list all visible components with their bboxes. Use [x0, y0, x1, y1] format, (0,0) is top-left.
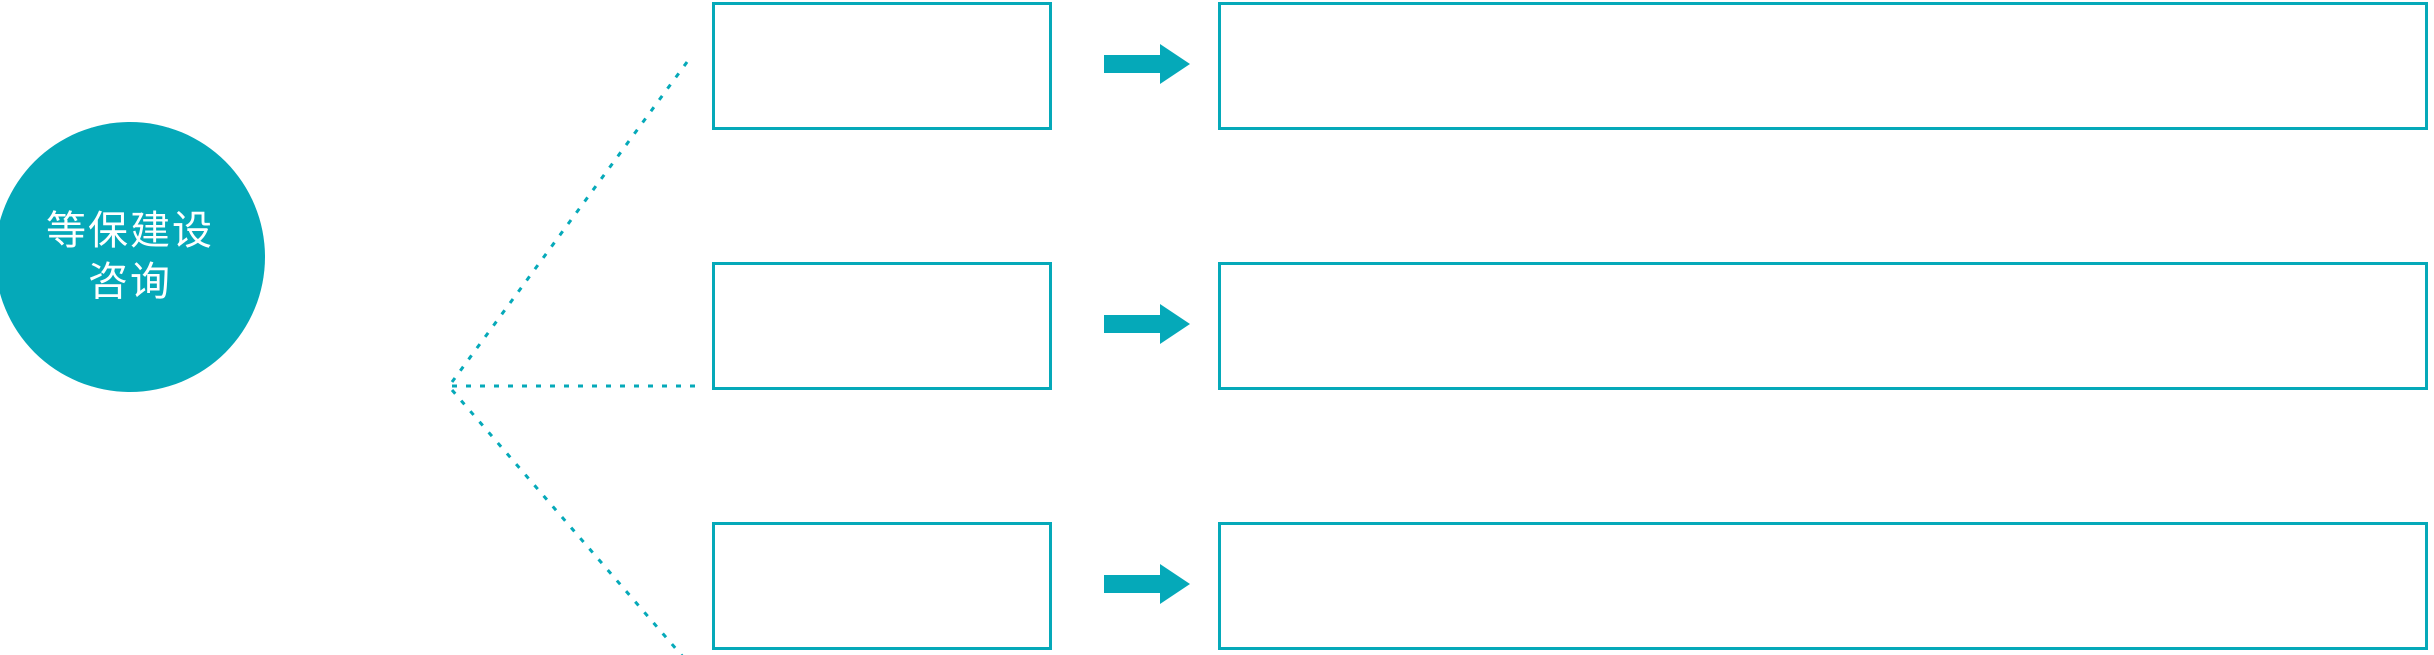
label-box-3[interactable]	[712, 522, 1052, 650]
connector-line-branch-3	[450, 389, 684, 655]
detail-box-1[interactable]	[1218, 2, 2428, 130]
hub-label: 等保建设 咨询	[46, 208, 214, 304]
arrow-right-icon	[1104, 564, 1190, 604]
connector-line-branch-1	[450, 57, 692, 383]
hub-circle[interactable]: 等保建设 咨询	[0, 122, 265, 392]
label-box-1[interactable]	[712, 2, 1052, 130]
arrow-right-icon	[1104, 304, 1190, 344]
detail-box-2[interactable]	[1218, 262, 2428, 390]
label-box-2[interactable]	[712, 262, 1052, 390]
detail-box-3[interactable]	[1218, 522, 2428, 650]
arrow-right-icon	[1104, 44, 1190, 84]
